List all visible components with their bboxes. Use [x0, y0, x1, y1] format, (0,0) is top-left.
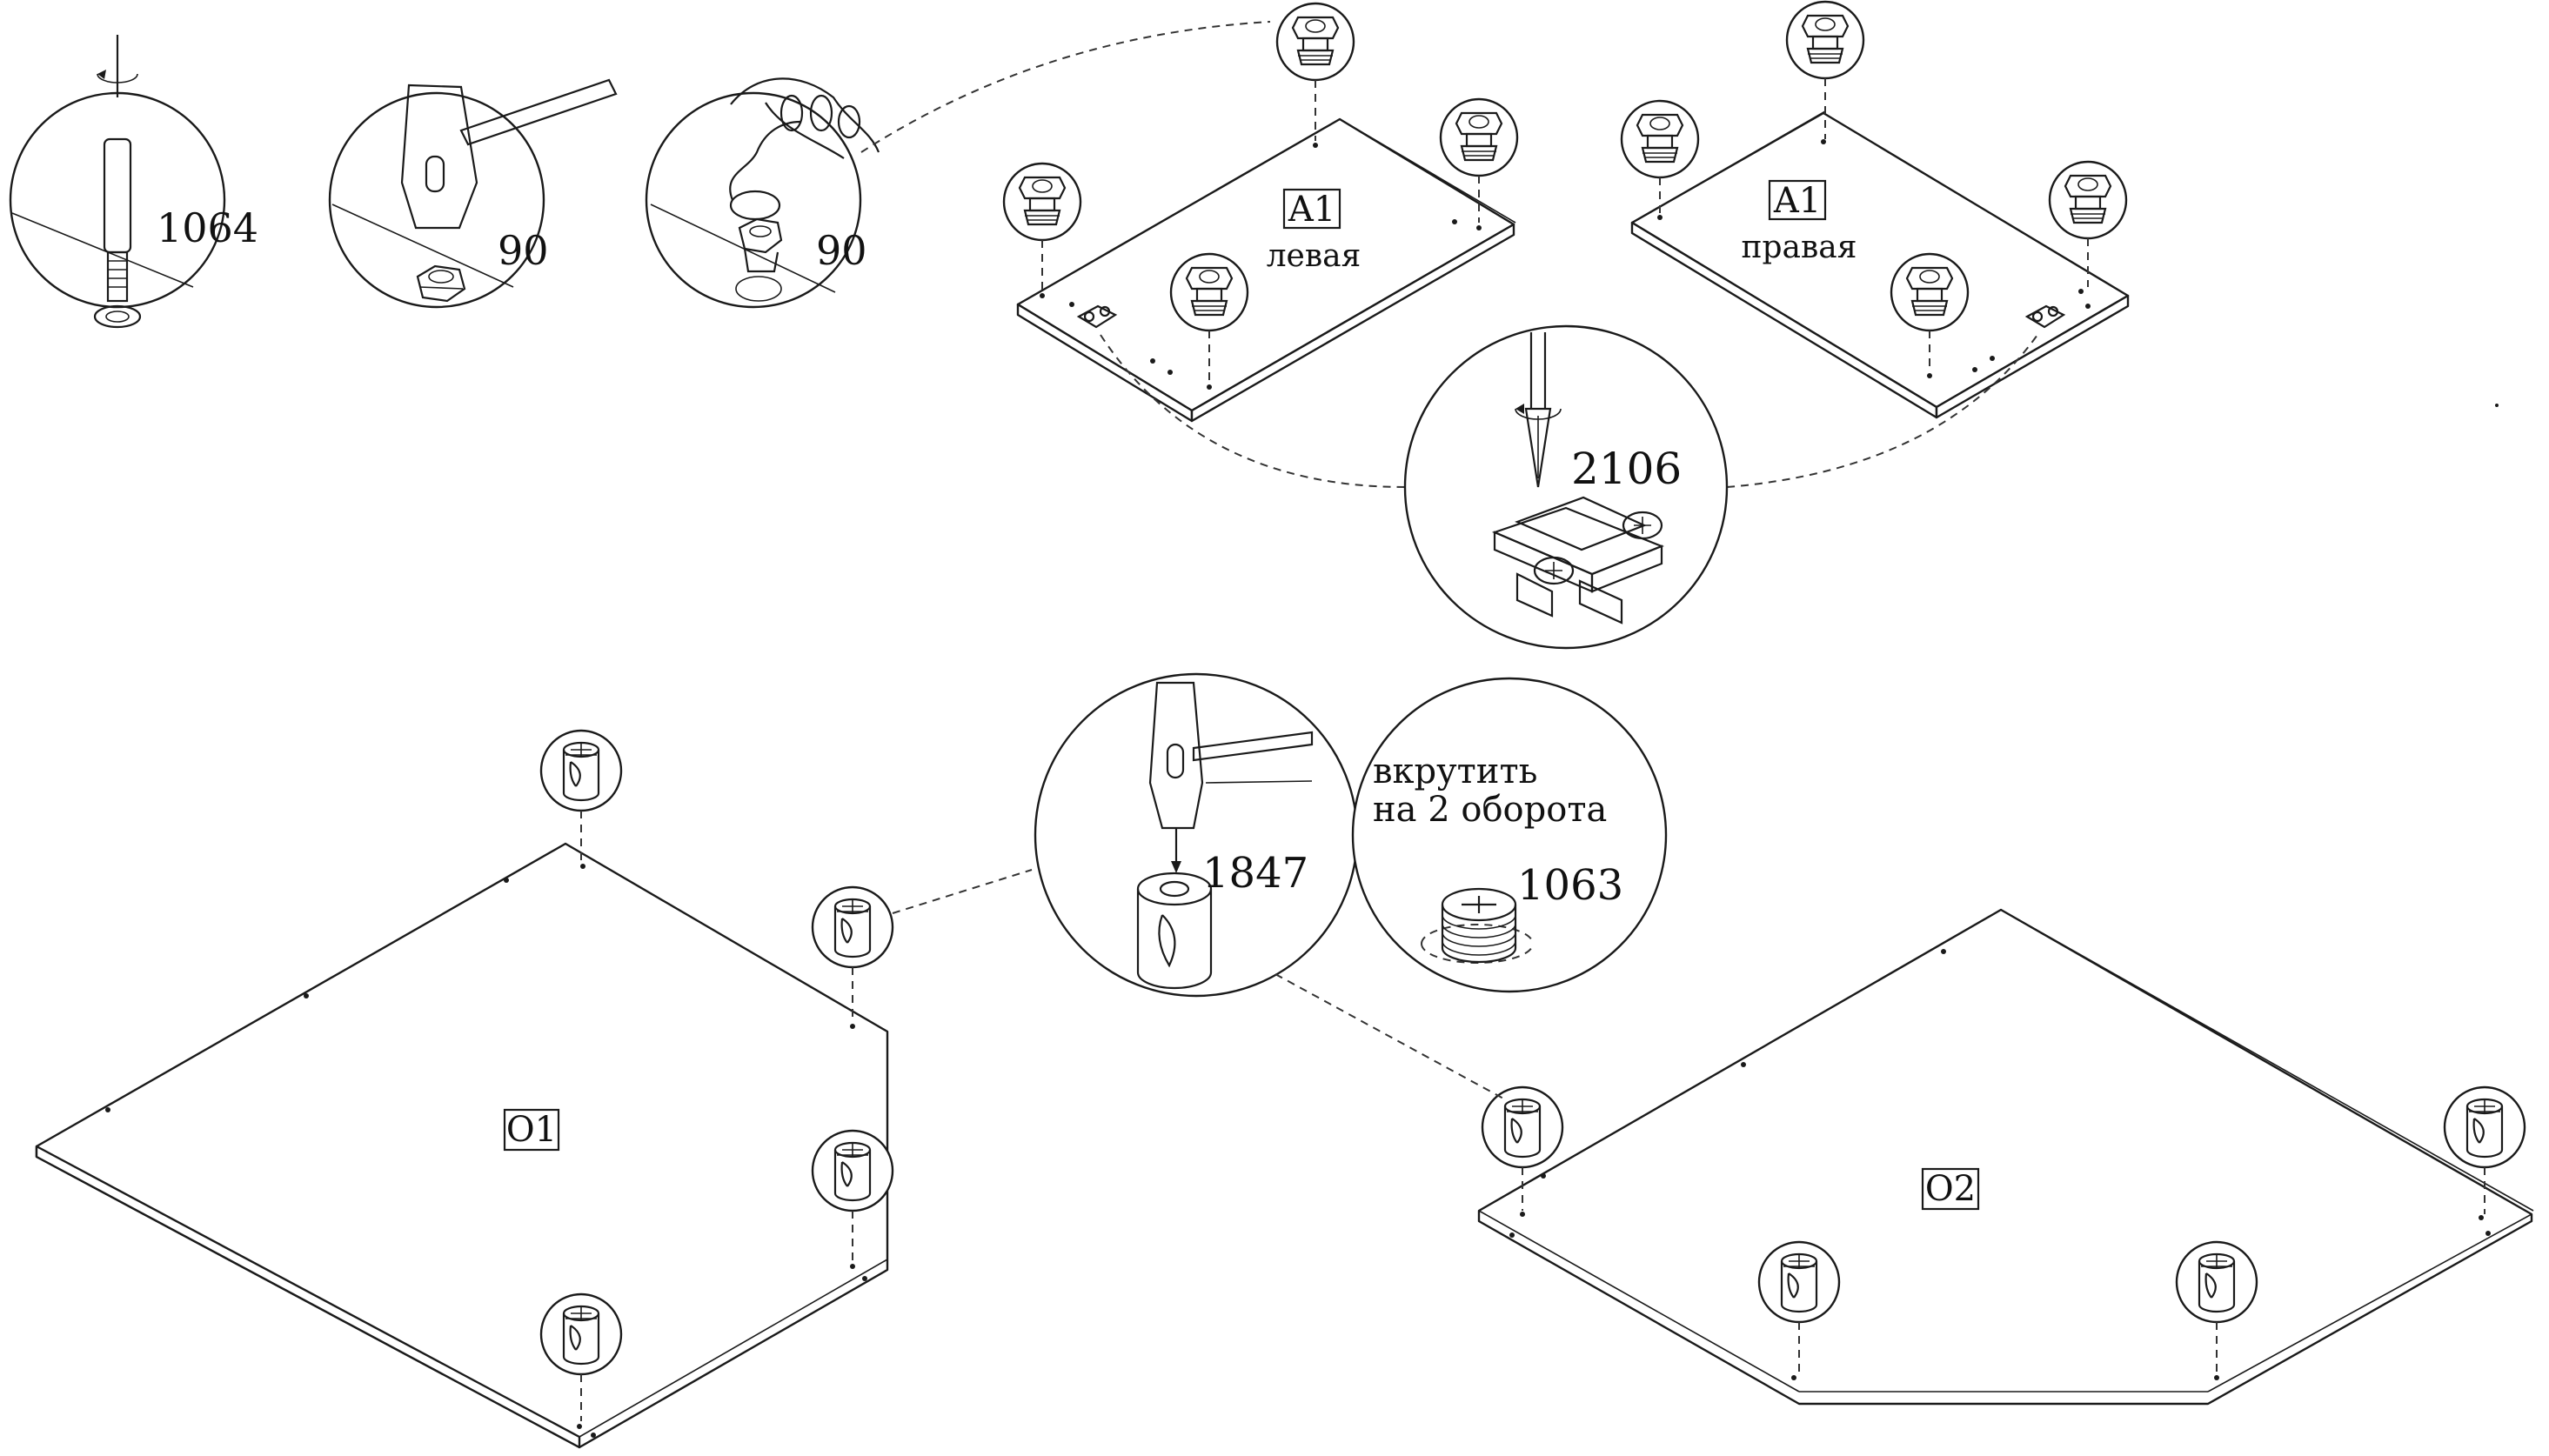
screw-part-number: 1064: [157, 204, 258, 251]
connector-line: [892, 869, 1033, 914]
cam-barrel-icon: [2175, 1240, 2258, 1324]
dowel-detail-circle: 1847: [1034, 672, 1359, 998]
panel-a1-right: A1 правая: [1630, 110, 2130, 419]
a1-right-label: A1: [1773, 181, 1821, 221]
press-part-number: 90: [816, 227, 867, 274]
connector-line: [1274, 973, 1506, 1100]
hinge-detail-circle: 2106: [1403, 324, 1729, 650]
cam-barrel-icon: [1481, 1085, 1564, 1169]
dowel-part-number: 1847: [1202, 849, 1308, 898]
hammer-part-number: 90: [498, 227, 549, 274]
adjustable-foot-icon: [1890, 252, 1970, 332]
cam-barrel-icon: [811, 1129, 894, 1212]
o1-label: O1: [506, 1110, 557, 1150]
adjustable-foot-icon: [1620, 99, 1700, 179]
adjustable-foot-icon: [1785, 0, 1865, 80]
cam-note-line2: на 2 оборота: [1373, 790, 1607, 830]
adjustable-foot-icon: [1002, 162, 1082, 242]
connector-line: [1100, 334, 1406, 488]
cam-barrel-icon: [539, 729, 623, 812]
panel-o2: O2: [1477, 908, 2534, 1406]
cam-barrel-icon: [811, 885, 894, 969]
adjustable-foot-icon: [2048, 160, 2128, 240]
hinge-part-number: 2106: [1571, 444, 1682, 494]
press-detail-circle: 90: [645, 77, 880, 309]
cam-barrel-icon: [2443, 1085, 2526, 1169]
cam-part-number: 1063: [1517, 861, 1623, 910]
o2-label: O2: [1925, 1169, 1976, 1209]
hammer-detail-circle: 90: [328, 78, 618, 309]
adjustable-foot-icon: [1439, 97, 1519, 177]
adjustable-foot-icon: [1275, 2, 1355, 82]
connector-line: [860, 21, 1271, 153]
a1-left-label: A1: [1288, 190, 1335, 230]
cam-note-line1: вкрутить: [1373, 751, 1537, 791]
panel-o1: O1: [35, 842, 889, 1449]
a1-right-side-label: правая: [1742, 230, 1857, 265]
cam-detail-circle: вкрутить на 2 оборота 1063: [1351, 677, 1668, 993]
panel-a1-left: A1 левая: [1016, 117, 1516, 423]
adjustable-foot-icon: [1169, 252, 1249, 332]
a1-left-side-label: левая: [1267, 238, 1361, 274]
cam-barrel-icon: [1757, 1240, 1841, 1324]
connector-line: [1726, 334, 2038, 488]
cam-barrel-icon: [539, 1292, 623, 1376]
screw-detail-circle: 1064: [9, 35, 258, 329]
